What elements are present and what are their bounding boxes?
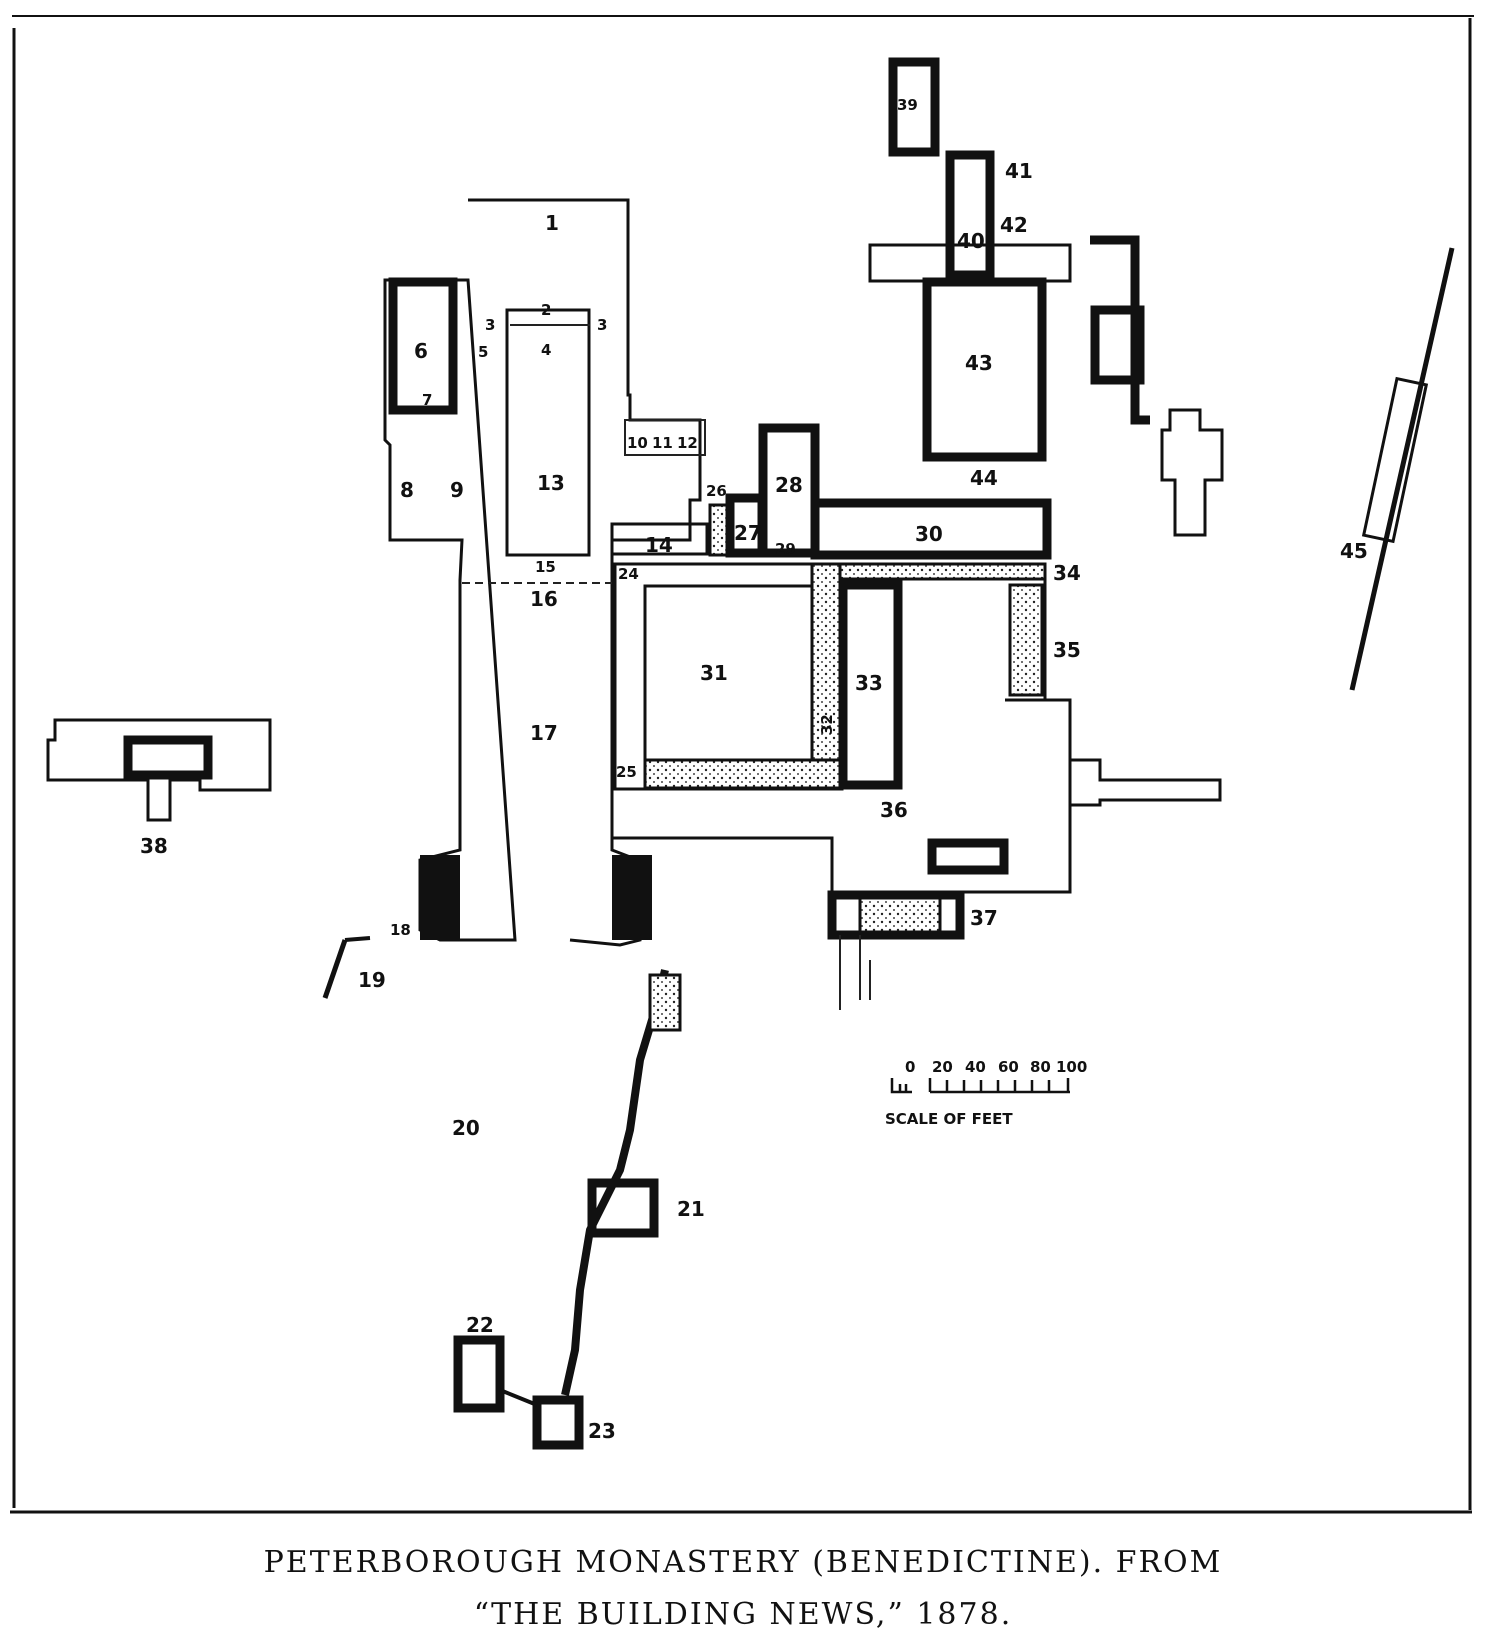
scale-tick-20: 20 [932, 1058, 953, 1076]
label-4: 4 [541, 341, 551, 359]
label-38: 38 [140, 834, 168, 858]
label-7: 7 [422, 391, 432, 409]
precinct-wall [322, 936, 682, 1450]
church-outline [383, 198, 706, 947]
label-19: 19 [358, 968, 386, 992]
frame [10, 15, 1474, 1514]
label-42: 42 [1000, 213, 1028, 237]
label-20: 20 [452, 1116, 480, 1140]
label-10: 10 [627, 434, 648, 452]
scale-title: SCALE OF FEET [885, 1110, 1013, 1128]
label-9: 9 [450, 478, 464, 502]
label-37: 37 [970, 906, 998, 930]
caption-line-1: PETERBOROUGH MONASTERY (BENEDICTINE). FR… [263, 1545, 1223, 1580]
label-2: 2 [541, 301, 551, 319]
label-22: 22 [466, 1313, 494, 1337]
label-35: 35 [1053, 638, 1081, 662]
label-23: 23 [588, 1419, 616, 1443]
label-25: 25 [616, 763, 637, 781]
boundary-wall-45 [1349, 247, 1455, 691]
label-18: 18 [390, 921, 411, 939]
label-1: 1 [545, 211, 559, 235]
label-5: 5 [478, 343, 488, 361]
label-3b: 3 [597, 316, 607, 334]
label-45: 45 [1340, 539, 1368, 563]
label-28: 28 [775, 473, 803, 497]
cloister-ranges [610, 423, 1222, 1010]
label-30: 30 [915, 522, 943, 546]
label-43: 43 [965, 351, 993, 375]
caption-line-2: “THE BUILDING NEWS,” 1878. [473, 1597, 1013, 1632]
infirmary-buildings [868, 57, 1224, 537]
label-39: 39 [897, 96, 918, 114]
label-3a: 3 [485, 316, 495, 334]
label-27: 27 [734, 521, 762, 545]
label-40: 40 [957, 229, 985, 253]
label-6: 6 [414, 339, 428, 363]
scale-of-feet: 0 20 40 60 80 100 SCALE OF FEET [885, 1058, 1087, 1128]
building-38 [46, 718, 272, 822]
label-15: 15 [535, 558, 556, 576]
label-41: 41 [1005, 159, 1033, 183]
scale-tick-40: 40 [965, 1058, 986, 1076]
label-44: 44 [970, 466, 998, 490]
label-16: 16 [530, 587, 558, 611]
label-21: 21 [677, 1197, 705, 1221]
label-33: 33 [855, 671, 883, 695]
scale-tick-60: 60 [998, 1058, 1019, 1076]
label-8: 8 [400, 478, 414, 502]
scale-tick-0: 0 [905, 1058, 915, 1076]
label-12: 12 [677, 434, 698, 452]
scale-tick-100: 100 [1056, 1058, 1087, 1076]
label-24: 24 [618, 565, 639, 583]
label-34: 34 [1053, 561, 1081, 585]
label-36: 36 [880, 798, 908, 822]
label-13: 13 [537, 471, 565, 495]
label-32: 32 [818, 714, 836, 735]
label-11: 11 [652, 434, 673, 452]
label-26: 26 [706, 482, 727, 500]
label-14: 14 [645, 533, 673, 557]
label-17: 17 [530, 721, 558, 745]
plan-labels: 1 2 3 3 4 5 6 7 8 9 10 11 12 13 14 15 16… [140, 96, 1368, 1443]
label-31: 31 [700, 661, 728, 685]
scale-tick-80: 80 [1030, 1058, 1051, 1076]
label-29: 29 [775, 540, 796, 558]
